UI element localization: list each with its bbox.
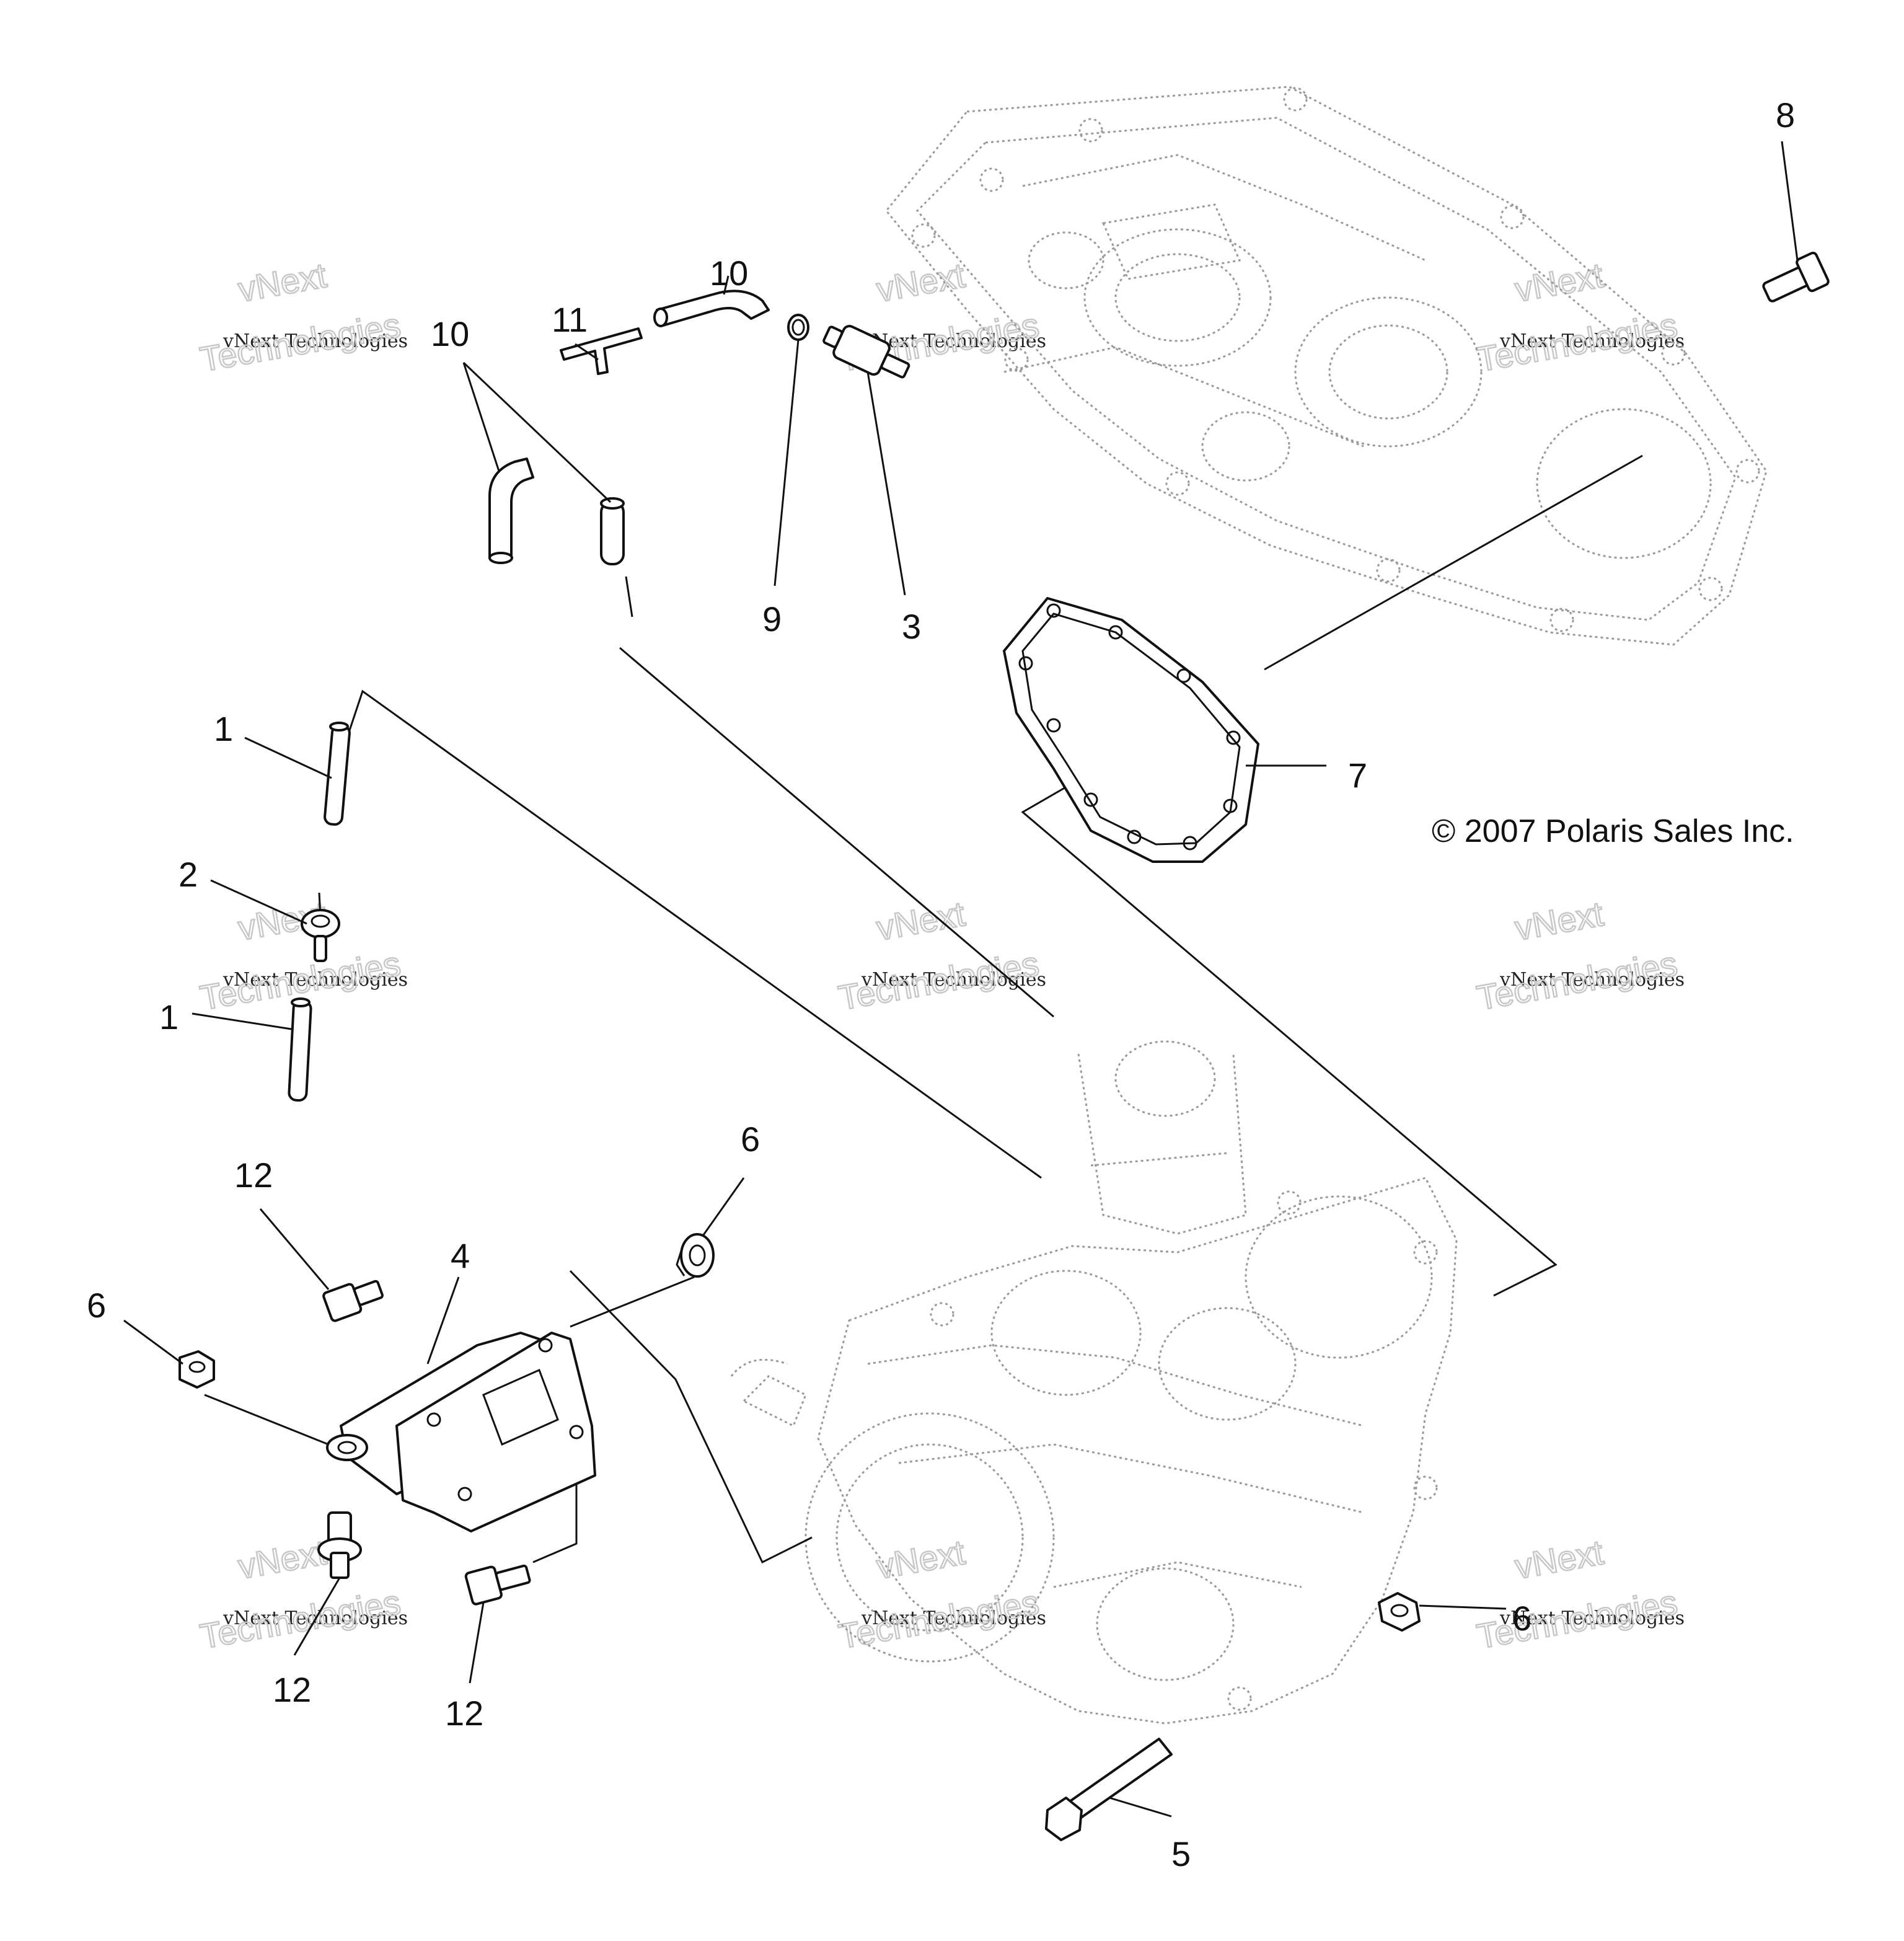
svg-text:vNext Technologies: vNext Technologies xyxy=(861,1607,1046,1629)
svg-text:vNext: vNext xyxy=(236,1532,330,1586)
transmission-cover-ghost xyxy=(885,86,1768,646)
part-1-pin-top xyxy=(324,722,351,826)
part-12-bolt-top xyxy=(322,1280,384,1322)
svg-text:Technologies: Technologies xyxy=(197,305,403,379)
watermark: vNext vNext Technologies Technologies xyxy=(835,1532,1046,1657)
callout-labels: 8 10 10 11 9 3 7 1 2 1 6 12 4 6 6 12 12 … xyxy=(87,95,1795,1873)
assembly-guide-lines xyxy=(204,454,1643,1564)
svg-text:vNext: vNext xyxy=(874,1532,968,1586)
svg-text:vNext Technologies: vNext Technologies xyxy=(223,330,408,352)
callout-9: 9 xyxy=(762,599,782,639)
svg-text:vNext: vNext xyxy=(874,894,968,948)
callout-12: 12 xyxy=(445,1694,483,1733)
part-2-valve xyxy=(301,892,340,962)
callout-5: 5 xyxy=(1171,1834,1191,1873)
svg-text:Technologies: Technologies xyxy=(1474,305,1680,379)
callout-7: 7 xyxy=(1348,756,1367,795)
part-8-bolt xyxy=(1762,252,1830,303)
watermark: vNext vNext Technologies Technologies xyxy=(1473,893,1685,1019)
svg-text:vNext: vNext xyxy=(1512,894,1606,948)
svg-text:vNext: vNext xyxy=(874,255,968,309)
part-6-nut-left xyxy=(178,1350,215,1389)
svg-text:vNext Technologies: vNext Technologies xyxy=(861,969,1046,991)
engine-ghost xyxy=(730,1040,1458,1725)
callout-11: 11 xyxy=(552,300,588,339)
part-12-bolt-bottom-left xyxy=(317,1511,362,1579)
part-9-clamp xyxy=(787,314,809,341)
callout-6: 6 xyxy=(87,1286,106,1325)
svg-text:Technologies: Technologies xyxy=(1474,1582,1680,1656)
callout-1: 1 xyxy=(159,997,178,1037)
part-12-bolt-bottom-center xyxy=(464,1564,531,1606)
part-3-sensor xyxy=(822,325,910,379)
part-4-mount-bracket xyxy=(326,1332,596,1532)
svg-text:vNext Technologies: vNext Technologies xyxy=(1499,969,1685,991)
svg-text:vNext Technologies: vNext Technologies xyxy=(1499,330,1685,352)
callout-12: 12 xyxy=(234,1156,273,1195)
part-1-pin-bottom xyxy=(288,997,312,1102)
leader-lines xyxy=(123,141,1799,1818)
callout-4: 4 xyxy=(451,1236,470,1275)
svg-text:vNext Technologies: vNext Technologies xyxy=(1499,1607,1685,1629)
copyright-notice: © 2007 Polaris Sales Inc. xyxy=(1432,813,1794,849)
callout-2: 2 xyxy=(178,855,198,894)
svg-text:vNext: vNext xyxy=(1512,1532,1606,1586)
watermark: vNext vNext Technologies Technologies xyxy=(196,1532,408,1657)
part-6-nut-right xyxy=(1378,1592,1421,1632)
watermark: vNext vNext Technologies Technologies xyxy=(1473,1532,1685,1657)
callout-8: 8 xyxy=(1776,95,1795,135)
part-10-hose-straight xyxy=(600,497,625,565)
svg-text:Technologies: Technologies xyxy=(835,1582,1042,1656)
svg-text:vNext Technologies: vNext Technologies xyxy=(223,969,408,991)
callout-12: 12 xyxy=(273,1670,311,1709)
part-6-nut-top xyxy=(676,1233,715,1278)
svg-text:vNext: vNext xyxy=(236,255,330,309)
svg-text:vNext: vNext xyxy=(1512,255,1606,309)
callout-3: 3 xyxy=(902,607,921,646)
callout-10: 10 xyxy=(431,314,469,353)
watermark: vNext vNext Technologies Technologies xyxy=(196,255,408,380)
svg-text:Technologies: Technologies xyxy=(1474,944,1680,1017)
part-10-hose-top xyxy=(653,290,770,327)
callout-10: 10 xyxy=(710,254,748,293)
part-10-hose-left xyxy=(488,458,534,564)
callout-1: 1 xyxy=(214,709,233,748)
callout-6: 6 xyxy=(1512,1599,1532,1638)
watermark: vNext vNext Technologies Technologies xyxy=(1473,255,1685,380)
part-7-gasket xyxy=(1003,597,1259,863)
part-5-long-bolt xyxy=(1045,1738,1173,1841)
watermark: vNext vNext Technologies Technologies xyxy=(835,893,1046,1019)
part-11-tee-fitting xyxy=(560,327,643,375)
callout-6: 6 xyxy=(741,1120,760,1159)
